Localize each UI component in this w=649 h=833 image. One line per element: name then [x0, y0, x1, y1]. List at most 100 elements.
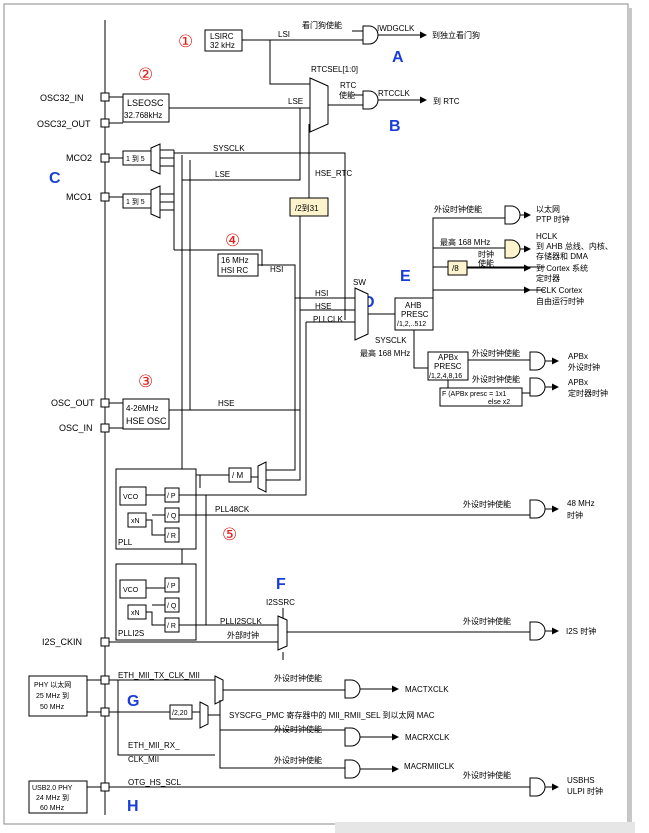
q-div-label: / Q [167, 603, 177, 610]
usb48-gate [529, 499, 546, 519]
rtc-enable-line: RTC [340, 81, 357, 90]
ptp-line: PTP 时钟 [536, 214, 570, 224]
sysclk-out-label: SYSCLK [375, 336, 407, 345]
rtcclk-label: RTCCLK [378, 89, 411, 98]
macrmiiclk-label: MACRMIICLK [404, 762, 455, 771]
pin-eth-rx [100, 707, 110, 717]
r-div-label: / R [167, 623, 176, 630]
phy-line: PHY 以太网 [34, 680, 71, 689]
vco-label: VCO [123, 587, 139, 594]
vco-label: VCO [123, 494, 139, 501]
div8-block: /8 [447, 260, 468, 276]
hse-rtc-divider: /2到31 [289, 197, 329, 217]
pin-osc-out: OSC_OUT [51, 398, 110, 408]
rtc-gate [362, 90, 379, 110]
i2s-gate [529, 621, 546, 641]
eth-mux2 [199, 701, 209, 729]
pin-otg-hs [100, 782, 110, 792]
mco1-mux [150, 185, 161, 219]
pllclk-wire [305, 321, 355, 465]
mco2-prescaler: 1 到 5 [122, 150, 152, 166]
p-div-label: / P [167, 493, 176, 500]
ext-clk-label: 外部时钟 [227, 630, 259, 640]
block-label: /2,20 [172, 710, 188, 717]
otg-label: OTG_HS_SCL [128, 778, 181, 787]
pin-mco2: MCO2 [66, 153, 110, 163]
hse-label: HSE [218, 399, 234, 408]
rtc-wires [328, 95, 426, 105]
r-div-label: / R [167, 533, 176, 540]
pll-src-wires [181, 265, 301, 582]
block-line: LSIRC [210, 32, 234, 41]
usbhs-gate [529, 777, 546, 797]
marker-4: ④ [225, 231, 240, 250]
pll48ck-label: PLL48CK [215, 505, 250, 514]
macrxclk-label: MACRXCLK [405, 733, 450, 742]
sysclk-wire [174, 152, 346, 320]
lse-mco-label: LSE [215, 170, 230, 179]
pll-src-mux [257, 461, 267, 493]
i2ssrc-label: I2SSRC [266, 598, 295, 607]
apb2-gate [529, 377, 546, 397]
apb-prescaler: APBx PRESC /1,2,4,8,16 [427, 351, 469, 381]
pin-osc32-out: OSC32_OUT [37, 118, 110, 129]
max168-sys-label: 最高 168 MHz [360, 348, 410, 358]
mco2-mux [150, 143, 161, 175]
cortex-timer-line: 到 Cortex 系统 [536, 263, 588, 273]
block-line: HSE OSC [126, 416, 167, 426]
iwdg-enable-label: 看门狗使能 [302, 20, 342, 30]
hse-wire [109, 216, 355, 429]
i2s-mux [277, 615, 288, 651]
block-line: 16 MHz [221, 256, 249, 265]
macrmii-gate [344, 759, 361, 779]
q-div-label: / Q [167, 513, 177, 520]
usbhs-line: USBHS [567, 776, 595, 785]
clk-enable-line: 时钟 [478, 249, 494, 259]
pll-m-divider: / M [228, 467, 252, 483]
sw-label: SW [353, 278, 366, 287]
div-2-20-block: /2,20 [169, 704, 193, 720]
macrx-gate [344, 727, 361, 747]
iwdg-dest-label: 到独立看门狗 [432, 30, 480, 40]
block-line: AHB [405, 301, 421, 310]
block-line: 32 kHz [210, 41, 235, 50]
block-label: 1 到 5 [126, 155, 145, 163]
sysclk-mux [354, 287, 369, 341]
p-div-label: / P [167, 583, 176, 590]
rtc-dest-label: 到 RTC [433, 97, 460, 106]
xn-label: xN [131, 610, 140, 617]
marker-d: D [363, 294, 375, 311]
pin-mco1: MCO1 [66, 192, 110, 202]
lseosc-block: LSEOSC 32.768kHz [122, 93, 170, 123]
pin-label: OSC32_OUT [37, 119, 91, 129]
pin-osc32-in: OSC32_IN [40, 92, 110, 103]
pin-label: OSC_OUT [51, 398, 95, 408]
marker-3: ③ [138, 372, 153, 391]
mactx-gate [344, 679, 361, 699]
bottom-fade-bar [335, 822, 635, 833]
apbx-timer-line: APBx [568, 378, 588, 387]
lsi-label: LSI [278, 30, 290, 39]
lsi-wire [242, 39, 363, 85]
apbx-periph-line: APBx [568, 352, 588, 361]
iwdg-gate [362, 25, 379, 45]
pin-label: OSC_IN [59, 423, 93, 433]
i2s-enable-label: 外设时钟使能 [463, 616, 511, 626]
fclk-line: 自由运行时钟 [536, 296, 584, 306]
pin-label: I2S_CKIN [42, 637, 82, 647]
marker-5: ⑤ [222, 525, 237, 544]
hclk-line: 到 AHB 总线、内核、 [536, 241, 613, 251]
usb48-enable-label: 外设时钟使能 [463, 499, 511, 509]
iwdgclk-label: IWDGCLK [377, 24, 415, 33]
macrmii-enable-label: 外设时钟使能 [274, 755, 322, 765]
marker-c: C [49, 170, 61, 187]
frame-right-shadow [628, 8, 632, 826]
sysclk-label: SYSCLK [213, 144, 245, 153]
pllclk-label: PLLCLK [313, 315, 343, 324]
mactxclk-label: MACTXCLK [405, 685, 449, 694]
block-line: 4-26MHz [126, 404, 158, 413]
apbx-timer-line: 定时器时钟 [568, 388, 608, 398]
phy-line: 60 MHz [40, 805, 65, 812]
hclk-line: HCLK [536, 232, 558, 241]
block-line: LSEOSC [127, 98, 164, 108]
